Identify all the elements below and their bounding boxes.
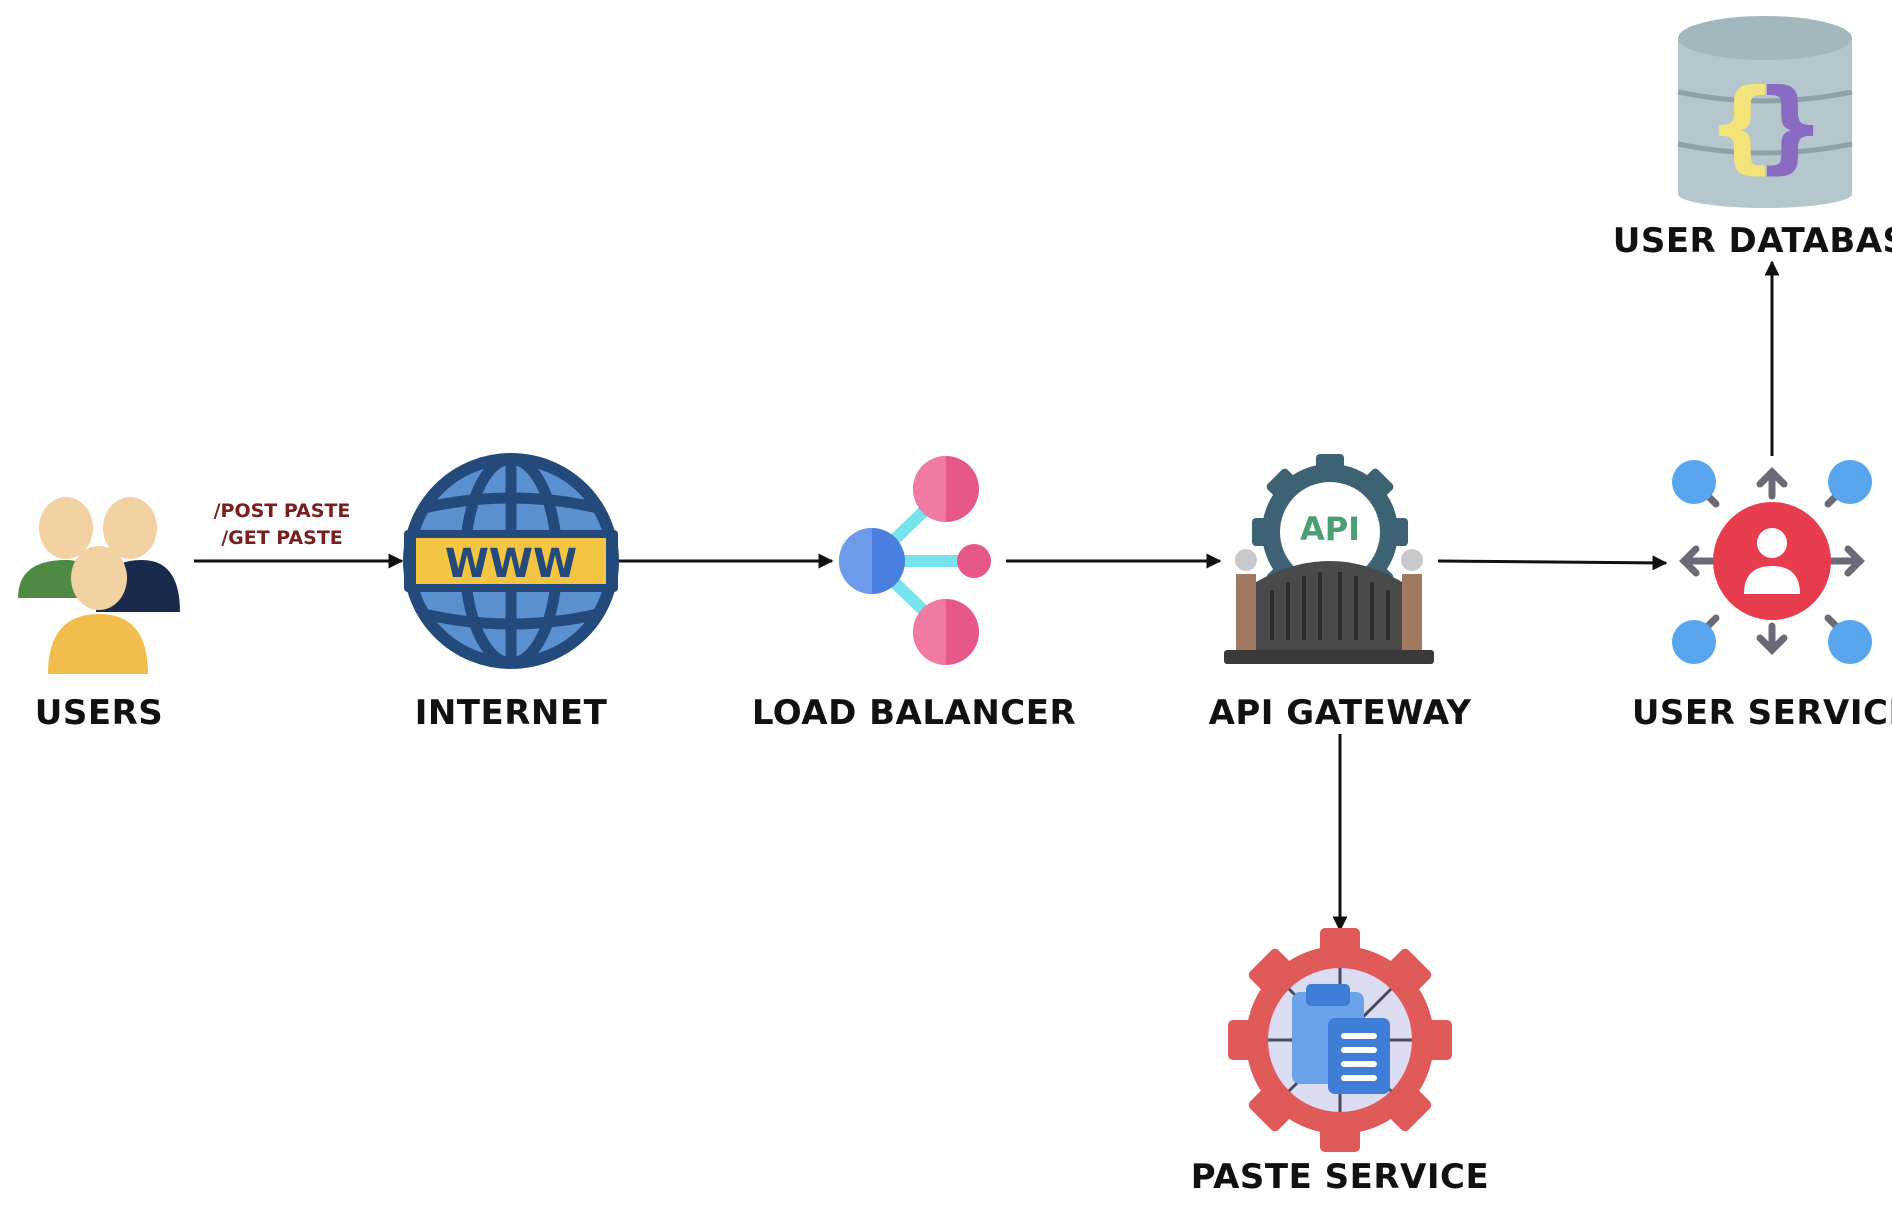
- user-service-icon: [1672, 460, 1872, 664]
- node-label-user-database: USER DATABASE: [1613, 221, 1892, 261]
- users-group-icon: [18, 497, 180, 674]
- www-icon-text: WWW: [445, 541, 577, 587]
- api-gateway-icon: API: [1224, 454, 1434, 664]
- node-label-users: USERS: [35, 693, 164, 733]
- globe-www-icon: WWW: [403, 453, 619, 669]
- edge-api-gateway-to-user-service: [1437, 555, 1668, 571]
- node-label-internet: INTERNET: [415, 693, 608, 733]
- paste-service-icon: [1228, 928, 1452, 1152]
- edge-label-get-paste: /GET PASTE: [221, 527, 343, 549]
- node-label-paste-service: PASTE SERVICE: [1191, 1157, 1489, 1197]
- braces-right-icon: }: [1754, 67, 1825, 184]
- node-label-api-gateway: API GATEWAY: [1209, 693, 1472, 733]
- user-database-icon: { }: [1677, 16, 1853, 208]
- api-icon-text: API: [1300, 510, 1360, 548]
- braces-left-icon: {: [1706, 67, 1777, 184]
- edge-label-post-paste: /POST PASTE: [214, 500, 351, 522]
- node-label-load-balancer: LOAD BALANCER: [752, 693, 1076, 733]
- node-label-user-service: USER SERVICE: [1632, 693, 1892, 733]
- load-balancer-icon: [839, 456, 991, 665]
